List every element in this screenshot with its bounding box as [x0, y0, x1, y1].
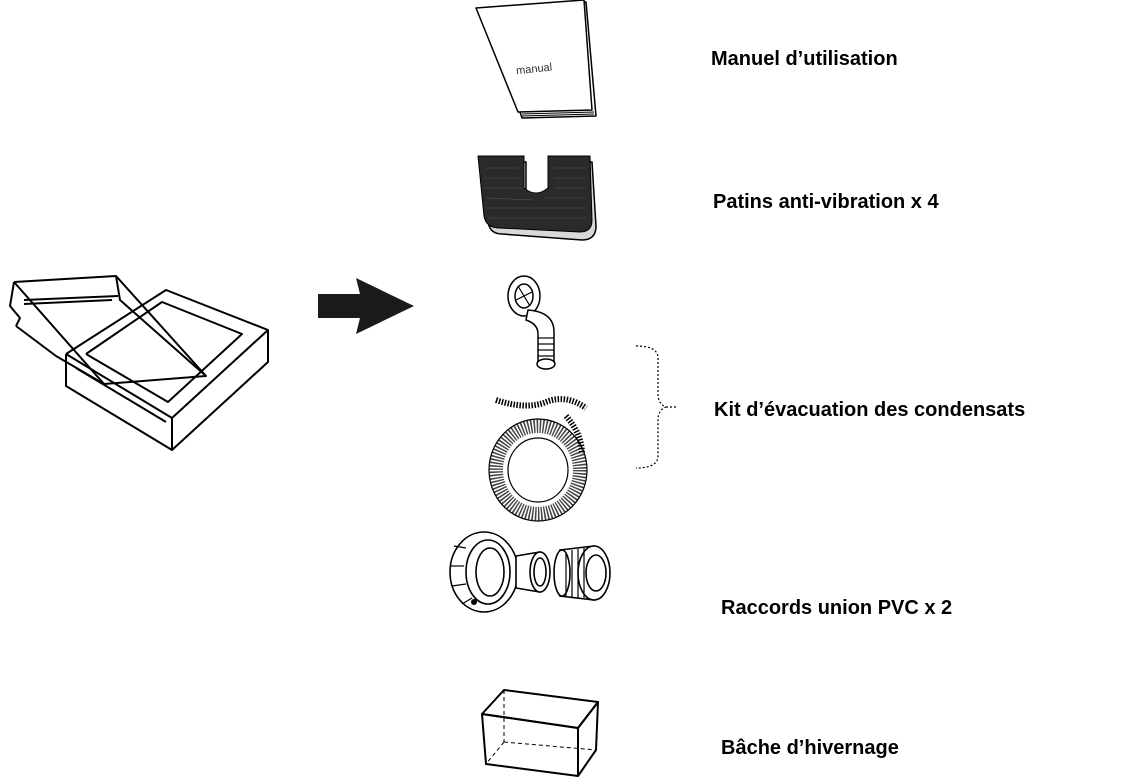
anti-vibration-pad-illustration [477, 155, 597, 241]
item-label-drain-kit: Kit d’évacuation des condensats [714, 399, 1026, 421]
open-box-illustration [9, 275, 269, 451]
manual-cover-text: manual [516, 62, 553, 78]
drain-elbow-illustration [507, 275, 556, 370]
item-label-winter-cover: Bâche d’hivernage [721, 737, 899, 759]
kit-bracket [635, 345, 676, 469]
item-label-pads: Patins anti-vibration x 4 [713, 191, 939, 213]
item-label-manual: Manuel d’utilisation [711, 48, 898, 70]
drain-hose-illustration [488, 396, 588, 522]
pvc-union-illustration [449, 531, 611, 613]
arrow-right-icon [318, 278, 414, 334]
winter-cover-illustration [481, 689, 599, 777]
item-label-pvc-unions: Raccords union PVC x 2 [721, 597, 953, 619]
manual-illustration: manual [475, 0, 597, 119]
